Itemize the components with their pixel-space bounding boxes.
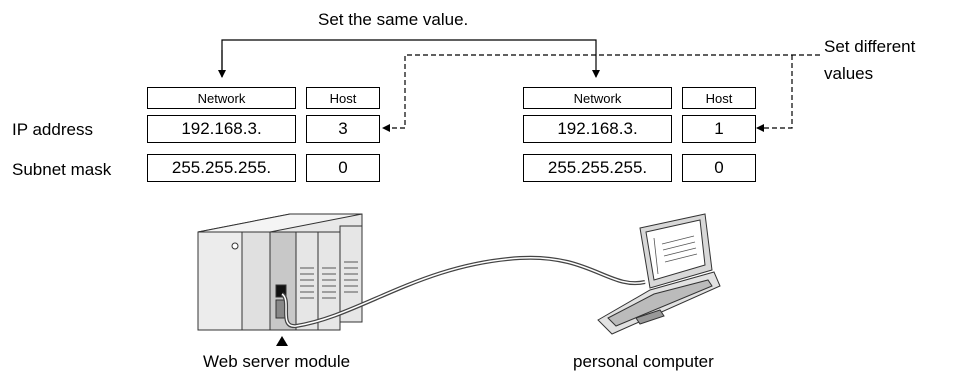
left-mask-network: 255.255.255.	[147, 154, 296, 182]
module-pointer-icon	[276, 336, 288, 346]
left-host-header: Host	[306, 87, 380, 109]
different-values-bracket-left	[382, 54, 820, 132]
different-values-bracket-right	[756, 55, 793, 132]
right-network-header: Network	[523, 87, 672, 109]
plc-rack-illustration	[197, 213, 363, 331]
right-mask-network: 255.255.255.	[523, 154, 672, 182]
different-values-note-line2: values	[824, 64, 874, 83]
left-ip-network: 192.168.3.	[147, 115, 296, 143]
left-network-header: Network	[147, 87, 296, 109]
subnet-mask-label: Subnet mask	[12, 160, 112, 179]
different-values-note-line1: Set different	[824, 37, 916, 56]
personal-computer-caption: personal computer	[573, 352, 714, 371]
same-value-bracket	[221, 39, 600, 78]
laptop-illustration	[597, 213, 721, 335]
web-server-module-caption: Web server module	[203, 352, 351, 371]
right-mask-host: 0	[682, 154, 756, 182]
left-mask-host: 0	[306, 154, 380, 182]
ip-address-label: IP address	[12, 120, 93, 139]
right-host-header: Host	[682, 87, 756, 109]
right-ip-host: 1	[682, 115, 756, 143]
left-ip-host: 3	[306, 115, 380, 143]
right-ip-network: 192.168.3.	[523, 115, 672, 143]
same-value-note: Set the same value.	[318, 10, 469, 29]
